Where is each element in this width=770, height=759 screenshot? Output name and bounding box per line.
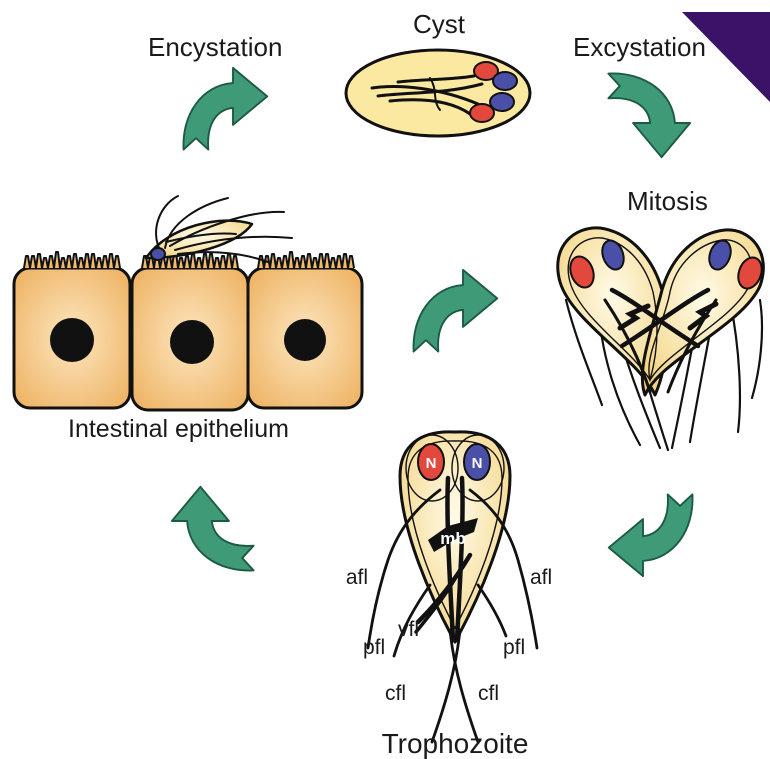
- cyst-nucleus-blue: [490, 93, 514, 111]
- cell-nucleus: [170, 320, 214, 364]
- encystation-label: Encystation: [148, 32, 282, 62]
- mitosis-to-trophozoite-arrow: [609, 494, 693, 576]
- excystation-label: Excystation: [573, 32, 706, 62]
- mitosis-label: Mitosis: [627, 186, 708, 216]
- cell-nucleus: [284, 319, 326, 361]
- intestinal-epithelium: [14, 252, 362, 410]
- mitosis-flagellum: [752, 300, 762, 398]
- attached-trophozoite: [146, 196, 292, 262]
- cyst-nucleus-blue: [493, 72, 517, 90]
- nucleus-left-label: N: [426, 455, 437, 472]
- center-arrow: [413, 270, 497, 352]
- cell-nucleus: [50, 318, 94, 362]
- trophozoite-to-epithelium-arrow: [172, 487, 254, 571]
- excystation-arrow: [608, 73, 690, 157]
- cyst: [346, 50, 530, 136]
- caudal-flagellum-left: [432, 630, 460, 742]
- cfl-right-label: cfl: [478, 682, 499, 705]
- intestinal-epithelium-label: Intestinal epithelium: [68, 415, 289, 443]
- afl-left-label: afl: [346, 566, 368, 589]
- posterolateral-flagellum-right: [478, 585, 506, 636]
- afl-right-label: afl: [530, 566, 552, 589]
- pfl-left-label: pfl: [363, 636, 385, 659]
- nucleus-right-label: N: [472, 455, 483, 472]
- attached-nucleus: [151, 248, 165, 260]
- cyst-nucleus-red: [470, 104, 494, 122]
- microvilli: [24, 252, 120, 268]
- cfl-left-label: cfl: [385, 682, 406, 705]
- trophozoite-label: Trophozoite: [382, 728, 529, 759]
- caudal-flagellum-right: [450, 630, 478, 742]
- pfl-right-label: pfl: [503, 636, 525, 659]
- encystation-arrow: [183, 68, 267, 150]
- trophozoite: N N mb afl afl vfl pfl pfl cfl cfl: [346, 432, 552, 742]
- microvilli: [258, 252, 354, 268]
- vfl-label: vfl: [398, 618, 419, 641]
- median-body-label: mb: [440, 529, 466, 548]
- mitosis-figure: [558, 228, 766, 450]
- cyst-label: Cyst: [413, 9, 466, 39]
